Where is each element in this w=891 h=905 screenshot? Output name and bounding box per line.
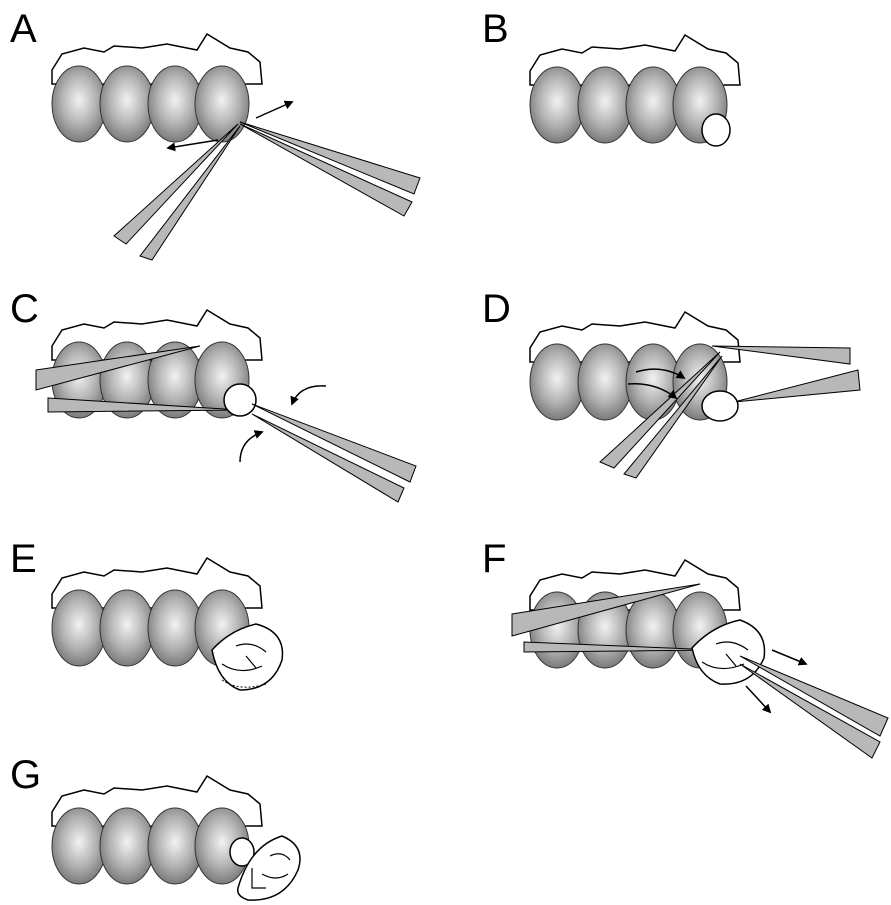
- panel-f: F: [482, 537, 888, 758]
- panel-d: D: [482, 287, 860, 478]
- panel-label-b: B: [482, 7, 509, 51]
- panel-a: A: [10, 7, 420, 260]
- panel-c: C: [10, 287, 416, 502]
- sphere-row-g: [52, 776, 262, 884]
- pipette-a-right: [240, 122, 420, 216]
- panel-g: G: [10, 753, 300, 900]
- panel-label-a: A: [10, 7, 37, 51]
- pipette-c-right-1: [252, 404, 416, 482]
- arrow-a-up: [256, 102, 292, 118]
- sphere-row-a: [52, 34, 262, 142]
- panel-label-d: D: [482, 287, 511, 331]
- panel-label-f: F: [482, 537, 506, 581]
- arrow-f-down: [746, 686, 770, 712]
- panel-b: B: [482, 7, 740, 146]
- panel-label-e: E: [10, 537, 37, 581]
- detached-ball-b: [702, 114, 730, 146]
- pipette-d-mid: [734, 370, 860, 402]
- pipette-a-left: [114, 124, 240, 260]
- pipette-f-right-1: [740, 656, 888, 736]
- ball-c: [224, 384, 256, 416]
- arrow-f-right: [772, 650, 806, 664]
- panel-label-c: C: [10, 287, 39, 331]
- ball-d: [702, 391, 738, 421]
- panel-label-g: G: [10, 753, 41, 797]
- arrow-c-lower: [240, 432, 262, 462]
- arrow-c-upper: [292, 386, 326, 404]
- panel-e: E: [10, 537, 282, 690]
